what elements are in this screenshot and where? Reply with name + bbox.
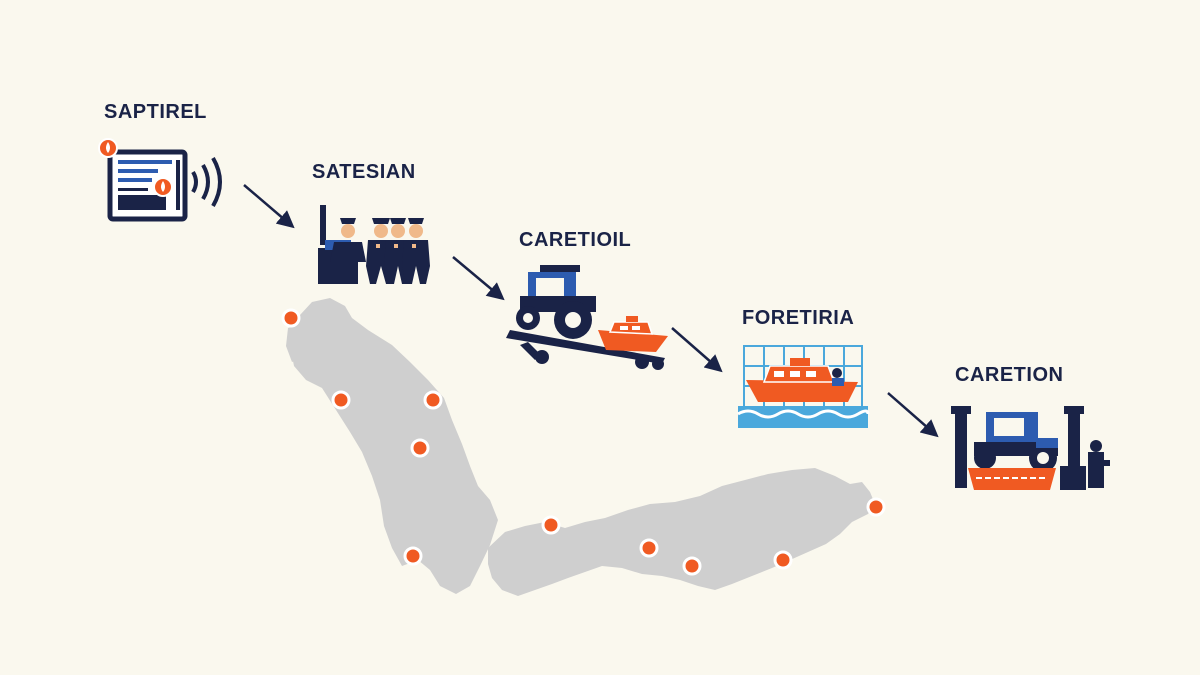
arrow-step3-to-step4 [671, 327, 723, 373]
tractor-boat-trailer-icon [506, 265, 668, 370]
step-label-tractor-boat: CARETIOIL [519, 229, 632, 251]
map-marker[interactable] [541, 515, 561, 535]
arrow-step2-to-step3 [452, 256, 505, 301]
map-marker[interactable] [773, 550, 793, 570]
map-marker[interactable] [639, 538, 659, 558]
map-markers [281, 308, 886, 576]
map-marker[interactable] [403, 546, 423, 566]
step-label-officers: SATESIAN [312, 161, 416, 183]
map-marker[interactable] [682, 556, 702, 576]
map-marker[interactable] [281, 308, 301, 328]
boat-in-water-icon [737, 345, 870, 428]
land-mass-west-islet [286, 324, 306, 362]
step-label-sensor: SAPTIREL [104, 101, 207, 123]
map-marker[interactable] [331, 390, 351, 410]
map-marker[interactable] [410, 438, 430, 458]
arrow-step1-to-step2 [243, 184, 295, 229]
step-label-boat-lift: CARETION [955, 364, 1064, 386]
arrow-step4-to-step5 [887, 392, 939, 438]
map-marker[interactable] [866, 497, 886, 517]
tractor-boat-lift-icon [951, 406, 1110, 490]
step-label-boat-water: FORETIRIA [742, 307, 855, 329]
officers-icon [318, 205, 430, 284]
land-mass-north [290, 298, 498, 594]
map-marker[interactable] [423, 390, 443, 410]
flow-arrows [243, 184, 939, 438]
sensor-panel-icon [98, 138, 222, 222]
